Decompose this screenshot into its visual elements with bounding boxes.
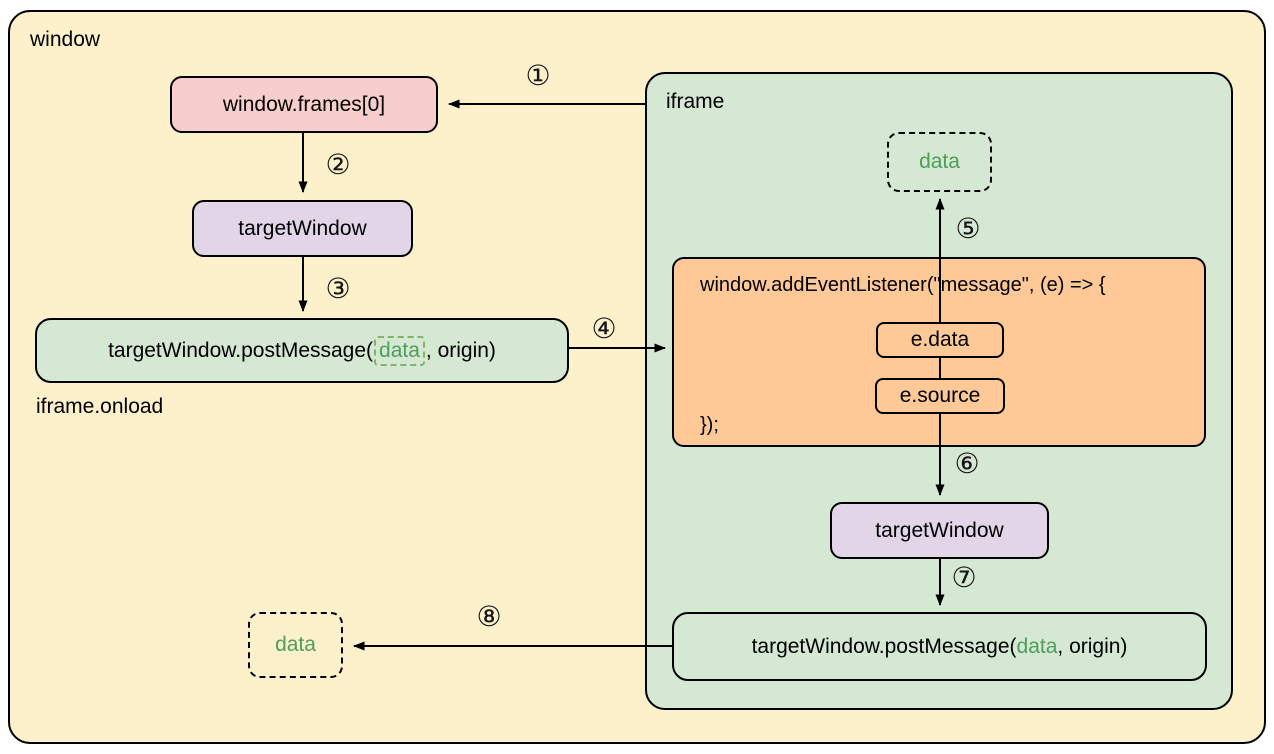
step-6-badge: ⑥ — [954, 448, 980, 479]
window-frames-label: window.frames[0] — [222, 92, 386, 116]
step-3-badge: ③ — [325, 273, 351, 304]
post-message-parent-post: , origin) — [425, 338, 496, 362]
post-message-parent-node: targetWindow.postMessage(data, origin) — [35, 318, 569, 383]
iframe-frame-label: iframe — [666, 90, 725, 113]
post-message-iframe-pre: targetWindow.postMessage( — [751, 634, 1017, 658]
window-frame-label: window — [30, 28, 101, 51]
step-5-badge: ⑤ — [955, 213, 981, 244]
iframe-onload-label: iframe.onload — [36, 395, 164, 418]
post-message-iframe-post: , origin) — [1057, 634, 1128, 658]
step-4-badge: ④ — [591, 313, 617, 344]
target-window-bottom-label: targetWindow — [875, 518, 1004, 542]
e-source-node: e.source — [875, 378, 1005, 414]
step-2-badge: ② — [325, 149, 351, 180]
target-window-top-label: targetWindow — [238, 216, 367, 240]
target-window-top-node: targetWindow — [192, 200, 413, 257]
data-in-parent-label: data — [275, 633, 316, 656]
data-in-iframe-label: data — [919, 150, 960, 173]
post-message-parent-pre: targetWindow.postMessage( — [108, 338, 374, 362]
post-message-iframe-node: targetWindow.postMessage(data, origin) — [672, 612, 1207, 681]
step-8-badge: ⑧ — [476, 601, 502, 632]
post-message-iframe-data: data — [1016, 634, 1058, 658]
e-data-node: e.data — [876, 322, 1004, 358]
target-window-bottom-node: targetWindow — [830, 502, 1049, 559]
step-1-badge: ① — [525, 60, 551, 91]
data-in-parent-node: data — [248, 612, 343, 678]
post-message-parent-data-chip: data — [374, 335, 425, 366]
step-7-badge: ⑦ — [951, 562, 977, 593]
listener-open-code: window.addEventListener("message", (e) =… — [700, 274, 1106, 296]
listener-close-code: }); — [700, 414, 719, 436]
data-in-iframe-node: data — [887, 132, 992, 192]
e-source-label: e.source — [899, 384, 981, 407]
window-frames-node: window.frames[0] — [170, 76, 438, 133]
e-data-label: e.data — [910, 328, 970, 351]
